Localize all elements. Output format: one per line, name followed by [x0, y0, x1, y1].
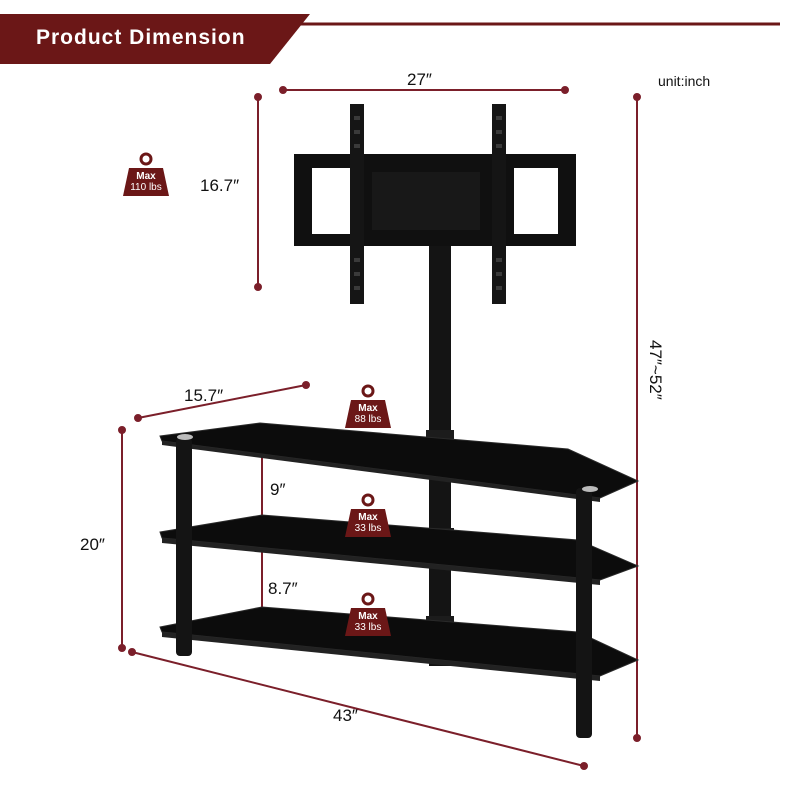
weight-value-label: 88 lbs [354, 414, 382, 425]
weight-icon [123, 152, 169, 196]
banner-shape [0, 14, 780, 64]
weight-badge-bottom-shelf: Max 33 lbs [343, 592, 393, 636]
weight-value-label: 110 lbs [130, 182, 162, 193]
weight-icon [345, 592, 391, 636]
stand-width-label: 43″ [333, 706, 358, 725]
stand-height-label: 20″ [80, 535, 105, 554]
total-height-label: 47″~52″ [646, 340, 665, 400]
unit-label: unit:inch [658, 73, 711, 89]
header-banner: Product Dimension [0, 0, 800, 70]
weight-max-label: Max [358, 512, 378, 523]
dimension-lines [118, 86, 641, 770]
tv-mount-bracket [294, 104, 576, 304]
page-title: Product Dimension [36, 26, 246, 49]
weight-max-label: Max [136, 171, 156, 182]
weight-max-label: Max [358, 611, 378, 622]
weight-value-label: 33 lbs [354, 523, 382, 534]
weight-value-label: 33 lbs [354, 622, 382, 633]
upper-shelf-gap-label: 9″ [270, 480, 286, 499]
lower-shelf-gap-label: 8.7″ [268, 579, 298, 598]
shelf-legs [176, 438, 592, 738]
glass-shelves [159, 422, 640, 681]
weight-badge-mount: Max 110 lbs [121, 152, 171, 196]
weight-max-label: Max [358, 403, 378, 414]
mount-height-label: 16.7″ [200, 176, 240, 195]
weight-icon [345, 493, 391, 537]
mount-width-label: 27″ [407, 70, 432, 89]
shelf-depth-label: 15.7″ [184, 386, 224, 405]
weight-badge-middle-shelf: Max 33 lbs [343, 493, 393, 537]
weight-badge-top-shelf: Max 88 lbs [343, 384, 393, 428]
weight-icon [345, 384, 391, 428]
